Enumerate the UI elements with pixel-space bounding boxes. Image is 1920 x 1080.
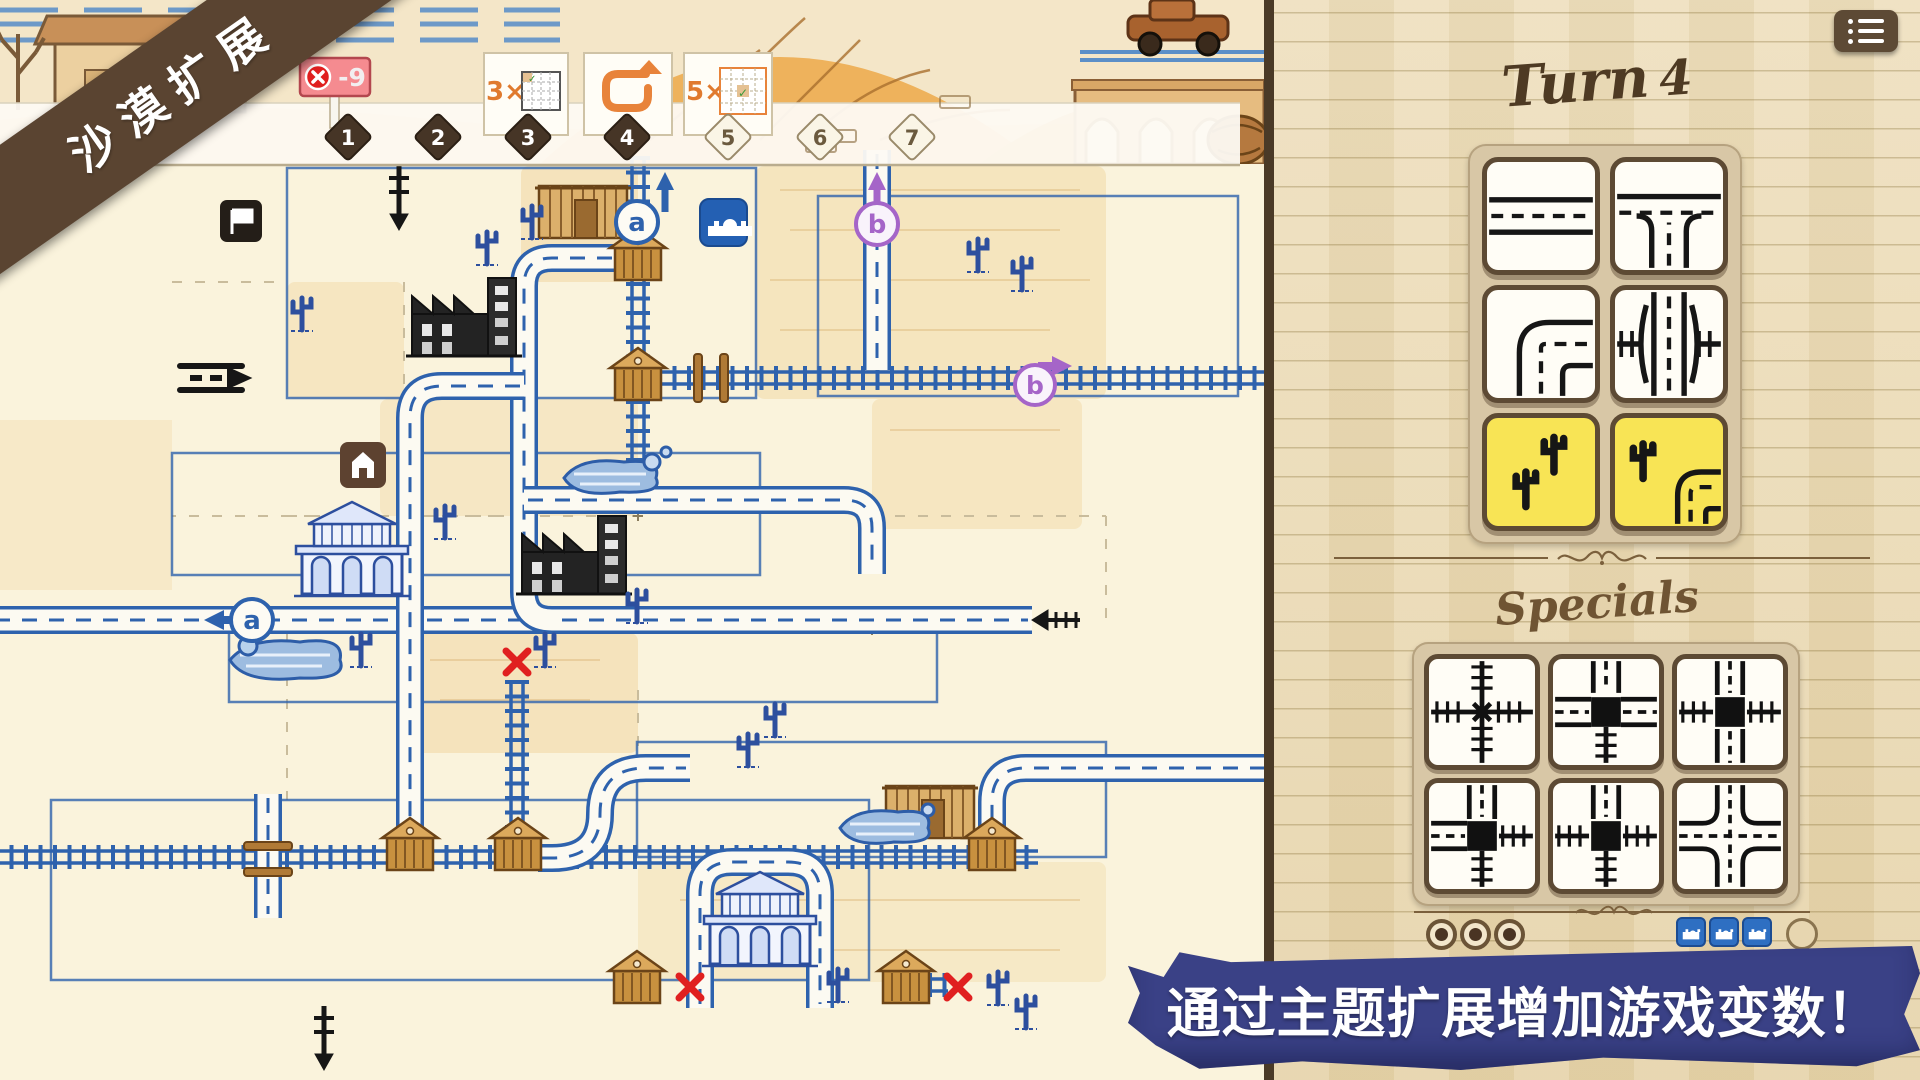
rail-connector-icon: [314, 1006, 334, 1072]
counters-divider: [1414, 911, 1810, 913]
exit-label: a: [628, 208, 646, 238]
svg-text:5: 5: [721, 126, 736, 150]
panorama-tree: [0, 31, 46, 110]
turn-marker-6: 6: [796, 113, 844, 161]
turn-label: Turn: [1499, 44, 1652, 121]
svg-text:6: 6: [813, 126, 828, 150]
exit-a-left: a: [204, 597, 275, 643]
special-road-crossroads[interactable]: [1672, 778, 1788, 894]
counters-row: [1274, 905, 1920, 965]
lake: [228, 635, 343, 681]
arch-building-icon: [1682, 929, 1701, 940]
roads: [0, 150, 1264, 1008]
rail-stub-icon: [1031, 609, 1080, 631]
used-special-dot: [1460, 919, 1491, 950]
flourish-icon: [1557, 550, 1647, 565]
turn-number: 4: [1657, 49, 1695, 108]
rail-connector-icon: [389, 166, 409, 232]
svg-text:✓: ✓: [528, 74, 536, 85]
die-road-t-junction[interactable]: [1610, 157, 1728, 275]
expansion-badge: [1742, 917, 1772, 947]
die-road-curve[interactable]: [1482, 285, 1600, 403]
promo-banner-text: 通过主题扩展增加游戏变数！: [1166, 981, 1882, 1045]
flourish-icon: [1575, 905, 1653, 916]
lake: [838, 802, 936, 845]
exit-label: a: [243, 606, 261, 636]
turn-marker-7: 7: [888, 113, 936, 161]
rail-vertical-blocked: [505, 680, 529, 840]
exit-a-top: a: [614, 172, 674, 245]
promo-banner: 通过主题扩展增加游戏变数！: [1128, 946, 1920, 1070]
exit-label: b: [868, 210, 887, 240]
turn-marker-4: 4: [603, 113, 651, 161]
exit-b-right: b: [1013, 356, 1072, 407]
used-special-dot: [1426, 919, 1457, 950]
svg-text:1: 1: [341, 126, 356, 150]
panorama-car: [1080, 0, 1264, 62]
card-multiplier: 3×: [486, 77, 526, 107]
svg-text:3: 3: [521, 126, 536, 150]
menu-button[interactable]: [1834, 10, 1898, 52]
mission-badge: [699, 198, 752, 247]
game-board[interactable]: a b a b: [0, 0, 1264, 1080]
die-desert-cacti[interactable]: [1482, 413, 1600, 531]
exit-label: b: [1026, 371, 1044, 400]
turn-marker-1: 1: [324, 113, 372, 161]
specials-tray: [1412, 642, 1800, 906]
turn-marker-3: 3: [504, 113, 552, 161]
special-station-roads-vert-rails-horiz[interactable]: [1672, 654, 1788, 770]
svg-text:✓: ✓: [738, 86, 748, 100]
special-station-road-top-rails-lrb[interactable]: [1548, 778, 1664, 894]
svg-text:4: 4: [620, 126, 635, 150]
expansion-badge: [1676, 917, 1706, 947]
turn-marker-5: 5: [704, 113, 752, 161]
score-badge: -9: [298, 56, 372, 129]
list-menu-icon: [1848, 18, 1884, 44]
scenery: [228, 184, 1037, 1029]
svg-text:2: 2: [431, 126, 446, 150]
redo-arrow-icon: [602, 60, 662, 112]
die-desert-road-curve[interactable]: [1610, 413, 1728, 531]
score-value: -9: [338, 63, 366, 92]
die-road-rail-overpass[interactable]: [1610, 285, 1728, 403]
flourish-divider: [1334, 546, 1870, 570]
turn-marker-2: 2: [414, 113, 462, 161]
turn-track: -9 3× ✓: [0, 52, 1240, 167]
die-road-straight[interactable]: [1482, 157, 1600, 275]
lake: [562, 445, 673, 495]
flag-badge: [220, 200, 262, 242]
grid-center-check-icon: ✓: [719, 67, 767, 115]
rail-stub-s6: [928, 973, 948, 997]
special-station-roads-trl-rail-bottom[interactable]: [1548, 654, 1664, 770]
exit-b-top: b: [854, 172, 900, 247]
special-rail-crossroads[interactable]: [1424, 654, 1540, 770]
svg-text:7: 7: [905, 126, 920, 150]
special-station-road-top-left-rails-right-bottom[interactable]: [1424, 778, 1540, 894]
board-markers: a b a b: [177, 166, 1080, 1072]
house-badge: [340, 442, 386, 488]
bridge-icon: [243, 353, 729, 877]
arch-building-icon: [1748, 929, 1767, 940]
empty-counter-circle: [1786, 918, 1818, 950]
expansion-badge: [1709, 917, 1739, 947]
grid-check-icon: ✓: [521, 71, 561, 111]
turn-card-4[interactable]: [583, 52, 673, 136]
speed-arrow-icon: [177, 363, 253, 393]
used-special-dot: [1494, 919, 1525, 950]
arch-building-icon: [1715, 929, 1734, 940]
dice-tray: [1468, 144, 1742, 544]
